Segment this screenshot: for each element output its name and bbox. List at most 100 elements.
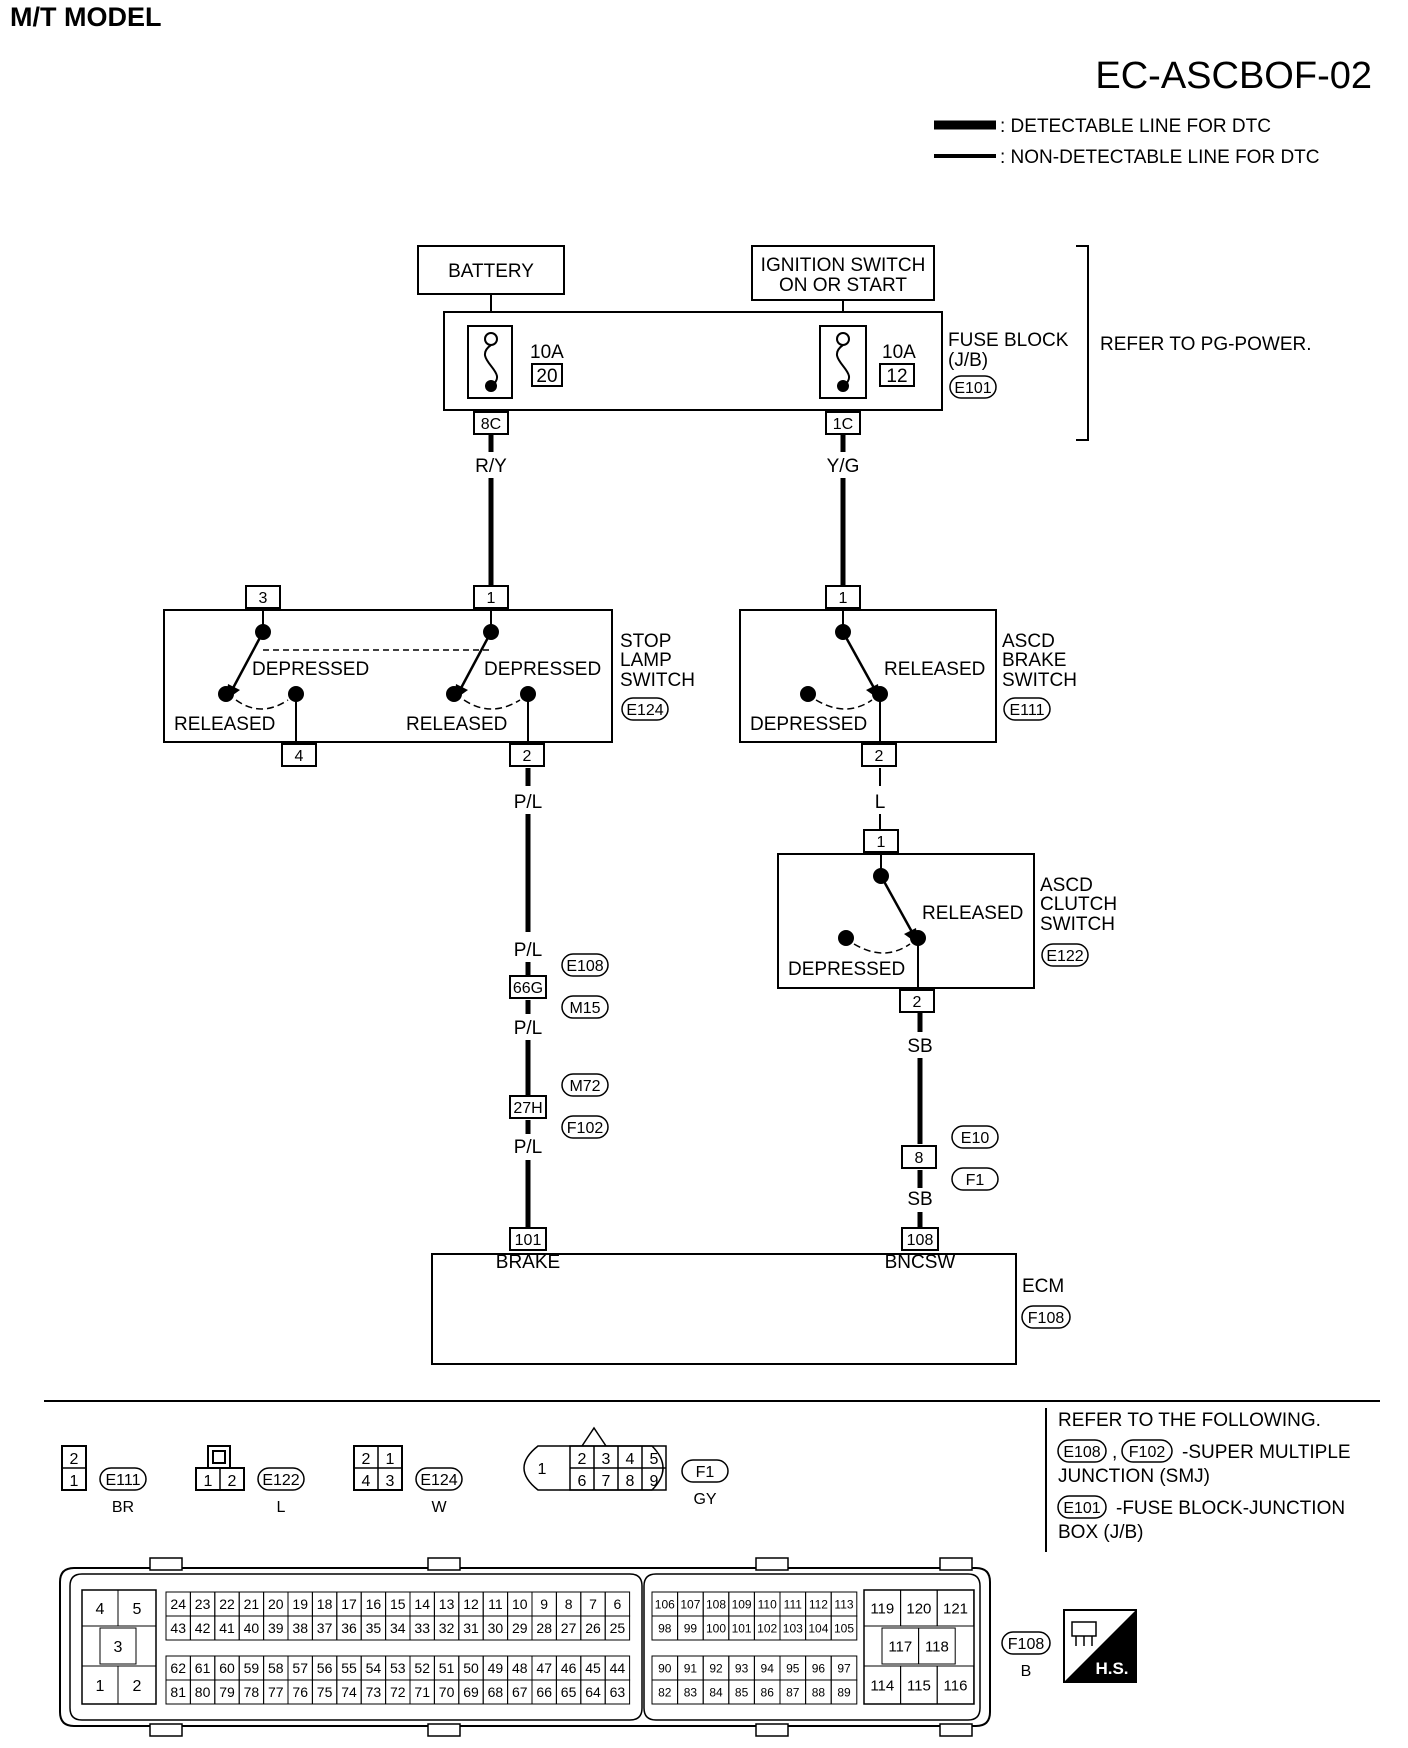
svg-text:JUNCTION (SMJ): JUNCTION (SMJ) [1058,1466,1210,1487]
fuse-left-element [483,344,499,387]
ascd-clutch-depressed: DEPRESSED [788,959,905,980]
ecm-pin-cell [604,1679,631,1705]
clutch-joint-conn-top: E10 [961,1130,990,1147]
ecm-connector-label: F108 [1028,1310,1065,1327]
ascd-brake-name-1: ASCD [1002,631,1055,652]
ecm-pin-label: 20 [268,1596,284,1612]
wire-yg-label: Y/G [827,456,860,477]
ecm-pin-label: 109 [732,1597,752,1611]
ascd-clutch-name-1: ASCD [1040,875,1093,896]
wire-pl-label-3: P/L [514,1018,543,1039]
ecm-pin-label: 104 [808,1621,828,1635]
ecm-pin-label: 14 [414,1596,430,1612]
ecm-pin-label: 63 [610,1684,626,1700]
connector-f1-view: 1 2 3 4 5 6 7 8 9 F1 GY [523,1426,729,1508]
ecm-pin-label: 9 [540,1596,548,1612]
ecm-pin-label: 78 [244,1684,260,1700]
ecm-pin-label: 34 [390,1620,406,1636]
ecm-pin-label: 53 [390,1660,406,1676]
ecm-pin-label: 62 [170,1660,186,1676]
battery-box [417,245,565,295]
stop-lamp-name-3: SWITCH [620,670,695,691]
ecm-box [431,1253,1017,1365]
svg-text:E101: E101 [1063,1500,1100,1517]
ecm-pin-label: 61 [195,1660,211,1676]
clutch-joint-badge-top [951,1125,999,1149]
ecm-pin-label: 77 [268,1684,284,1700]
svg-text:1: 1 [538,1461,547,1478]
ecm-pin-label: 121 [943,1600,968,1617]
ecm-pin-label: 87 [786,1685,800,1699]
terminal-8c-label: 8C [481,416,501,433]
stop-lamp-depressed-1: DEPRESSED [252,659,369,680]
ecm-pin-label: 41 [219,1620,235,1636]
ecm-pin-label: 91 [684,1661,698,1675]
svg-text:-FUSE BLOCK-JUNCTION: -FUSE BLOCK-JUNCTION [1116,1498,1345,1519]
svg-text:8: 8 [626,1473,635,1490]
ecm-pin-label: 117 [888,1638,912,1655]
ascd-brake-pin2 [861,743,897,767]
ecm-pin-label: 82 [658,1685,672,1699]
fuse-right-amp: 10A [882,342,916,363]
wire-sb-label-1: SB [907,1036,932,1057]
ecm-name: ECM [1022,1276,1064,1297]
ascd-clutch-pin1-label: 1 [877,834,886,851]
svg-text:W: W [431,1499,447,1516]
stop-lamp-pin4-label: 4 [295,748,304,765]
fuse-right-number-box [879,363,915,387]
ecm-pin-label: 44 [610,1660,626,1676]
f108-badge [1001,1631,1051,1655]
ecm-pin-label: 89 [837,1685,851,1699]
ecm-pin-cell [918,1627,956,1665]
ecm-pin-label: 64 [585,1684,601,1700]
stop-lamp-pin2 [509,743,545,767]
clutch-joint-terminal-label: 8 [915,1150,924,1167]
ecm-pin-label: 18 [317,1596,333,1612]
svg-text:2: 2 [362,1451,371,1468]
ecm-pin-label: 22 [219,1596,235,1612]
ecm-pin-label: 36 [341,1620,357,1636]
wire-pl-label-2: P/L [514,940,543,961]
ecm-pin-label: 70 [439,1684,455,1700]
svg-text:1: 1 [204,1473,213,1490]
brake-joint2-conn-bot: F102 [567,1120,604,1137]
ecm-pin-label: 72 [390,1684,406,1700]
ecm-pin-label: 35 [366,1620,382,1636]
brake-joint1-badge-top [561,953,609,977]
f108-label: F108 [1008,1636,1045,1653]
ascd-clutch-pin2-label: 2 [913,994,922,1011]
svg-text:1: 1 [386,1451,395,1468]
ascd-brake-connector-badge [1003,697,1051,721]
ecm-pin-label: 90 [658,1661,672,1675]
svg-text:3: 3 [602,1451,611,1468]
ecm-pin-label: 54 [366,1660,382,1676]
ascd-brake-pin2-label: 2 [875,748,884,765]
svg-text:5: 5 [650,1451,659,1468]
wire-sb-label-2: SB [907,1189,932,1210]
fuse-left-number: 20 [536,366,557,387]
wire-pl-label-1: P/L [514,792,543,813]
stop-lamp-pin1-label: 1 [487,590,496,607]
ecm-pin-label: 39 [268,1620,284,1636]
f108-color: B [1021,1663,1032,1680]
ecm-pin-label: 93 [735,1661,749,1675]
ecm-pin-label: 8 [565,1596,573,1612]
svg-text:2: 2 [578,1451,587,1468]
refer-panel: REFER TO THE FOLLOWING. E108 , F102 -SUP… [1045,1408,1351,1552]
svg-text:REFER TO THE FOLLOWING.: REFER TO THE FOLLOWING. [1058,1410,1321,1431]
ecm-pin-label: 38 [292,1620,308,1636]
fuse-left-number-box [531,363,563,387]
svg-text:2: 2 [70,1451,79,1468]
ecm-pin-label: 107 [680,1597,700,1611]
fuse-block-label-1: FUSE BLOCK [948,330,1069,351]
stop-lamp-arm-a [230,631,265,691]
ecm-pin-label: 73 [366,1684,382,1700]
ecm-pin-cell [830,1679,858,1705]
ecm-pin-label: 84 [709,1685,723,1699]
model-title: M/T MODEL [10,2,161,32]
ecm-pin-label: 28 [536,1620,552,1636]
ecm-pin-label: 57 [292,1660,308,1676]
ecm-pin-label: 68 [488,1684,504,1700]
ascd-brake-pin1-label: 1 [839,590,848,607]
